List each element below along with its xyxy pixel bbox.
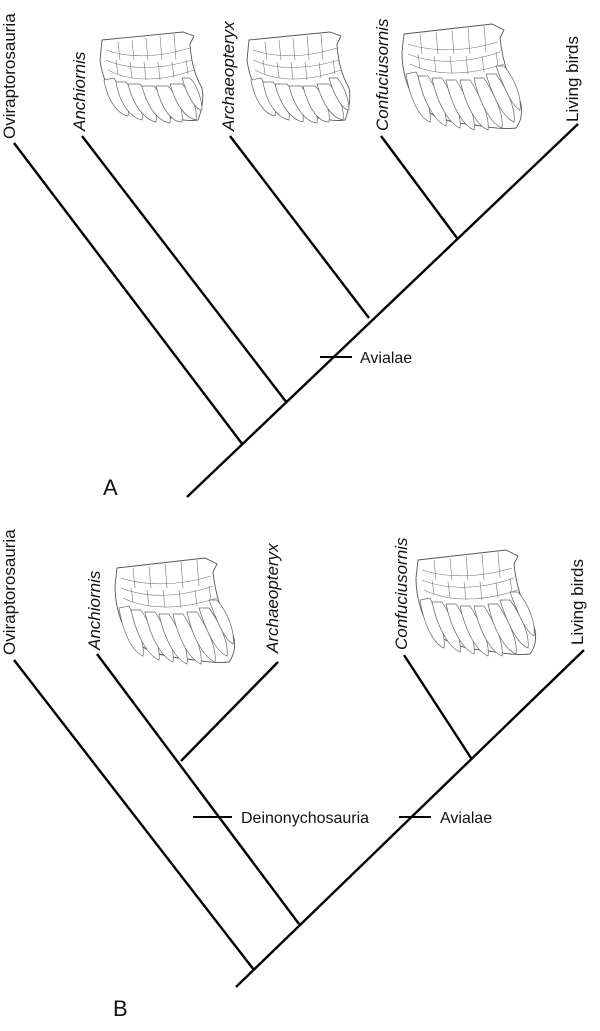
branch-archaeopteryx: [180, 661, 279, 762]
panel-label-a: A: [103, 475, 118, 500]
branch-anchiornis: [96, 653, 300, 925]
wing-icon: [99, 31, 204, 124]
branch-confuciusornis: [402, 654, 473, 759]
taxon-label-oviraptorosauria: Oviraptorosauria: [0, 13, 19, 139]
taxon-label-confuciusornis: Confuciusornis: [392, 537, 411, 650]
taxon-label-archaeopteryx: Archaeopteryx: [263, 543, 282, 654]
clade-label-avialae: Avialae: [360, 350, 412, 367]
taxon-label-anchiornis: Anchiornis: [85, 570, 104, 651]
taxon-label-confuciusornis: Confuciusornis: [373, 18, 392, 131]
taxon-label-living-birds: Living birds: [563, 36, 582, 122]
branch-archaeopteryx: [229, 135, 370, 319]
branch-oviraptorosauria: [13, 659, 255, 971]
taxon-label-oviraptorosauria: Oviraptorosauria: [0, 529, 19, 655]
panel-a: Avialae Oviraptorosauria Anchiornis Arch…: [0, 13, 582, 500]
branch-oviraptorosauria: [13, 142, 244, 446]
branch-spine: [235, 649, 585, 988]
branch-anchiornis: [81, 135, 288, 404]
panel-b: Deinonychosauria Avialae Oviraptorosauri…: [0, 529, 587, 1021]
taxon-label-anchiornis: Anchiornis: [70, 51, 89, 132]
clade-label-deinonychosauria: Deinonychosauria: [241, 810, 369, 827]
branch-spine: [186, 123, 579, 498]
wing-icon: [246, 31, 351, 124]
wing-icon: [415, 549, 537, 657]
clade-label-avialae: Avialae: [440, 810, 492, 827]
wing-icon: [114, 557, 236, 665]
wing-icon: [401, 23, 523, 131]
panel-label-b: B: [113, 996, 128, 1021]
branch-confuciusornis: [380, 135, 458, 239]
taxon-label-living-birds: Living birds: [568, 559, 587, 645]
taxon-label-archaeopteryx: Archaeopteryx: [219, 21, 238, 132]
